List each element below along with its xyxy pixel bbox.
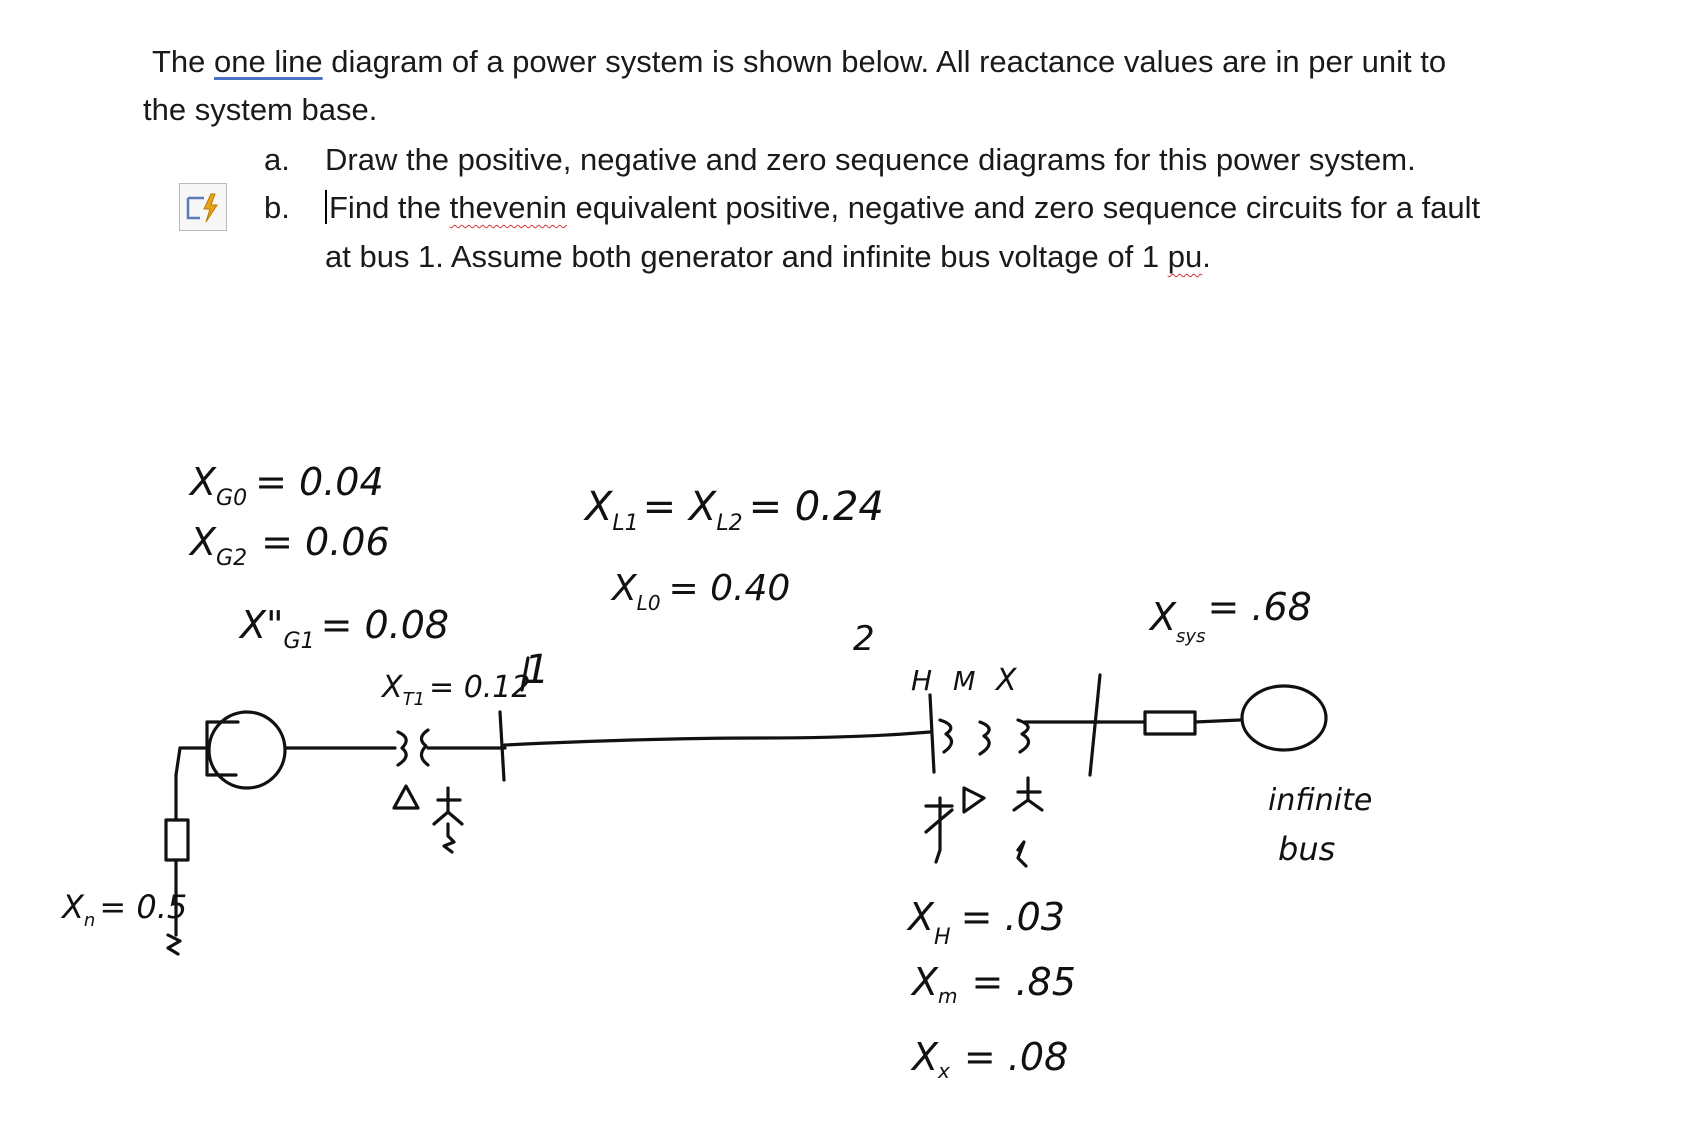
- item-b-line-2: at bus 1. Assume both generator and infi…: [325, 237, 1211, 277]
- item-b-prefix: Find the: [329, 190, 450, 225]
- item-b-line-1: Find the thevenin equivalent positive, n…: [325, 188, 1480, 228]
- item-b-line2-prefix: at bus 1. Assume both generator and infi…: [325, 239, 1168, 274]
- one-line-link[interactable]: one line: [214, 44, 323, 79]
- generator-left-bar: [174, 720, 240, 777]
- x-sys-label: Xsys= .68: [1148, 585, 1312, 647]
- t1-wye-icon: [432, 786, 464, 826]
- intro-line-1: The one line diagram of a power system i…: [152, 42, 1446, 82]
- bus-1-mark: [520, 656, 530, 692]
- x-g1-label: X"G1= 0.08: [238, 603, 449, 654]
- x-g2-label: XG2= 0.06: [188, 520, 390, 571]
- winding-h-coil: [938, 718, 954, 754]
- item-b-suffix: equivalent positive, negative and zero s…: [566, 190, 1481, 225]
- bus-2-bar: [928, 693, 936, 774]
- infinite-bus-circle-icon: [1240, 684, 1328, 752]
- x-x-value: Xx= .08: [910, 1035, 1068, 1083]
- x-n-label: Xn= 0.5: [60, 888, 187, 931]
- winding-h-label: H: [911, 664, 932, 697]
- bus-3-bar: [1088, 673, 1102, 777]
- x-l1-l2-label: XL1= XL2= 0.24: [583, 484, 884, 536]
- intro-line-2: the system base.: [143, 92, 378, 127]
- item-b-line2-suffix: .: [1202, 239, 1211, 274]
- x-t1-label: XT1= 0.12: [380, 670, 531, 710]
- winding-m-label: M: [953, 667, 975, 697]
- x-m-value: Xm= .85: [910, 960, 1076, 1008]
- t1-secondary-coil: [419, 728, 430, 767]
- neutral-ground-icon: [166, 933, 182, 956]
- bus-1-bar: [498, 710, 506, 782]
- winding-m-coil: [978, 720, 991, 756]
- winding-x-coil: [1016, 718, 1031, 754]
- transmission-line: [503, 730, 932, 747]
- x-l0-label: XL0= 0.40: [610, 568, 790, 615]
- x-sys-box: [1143, 710, 1197, 736]
- spellcheck-word-pu[interactable]: pu: [1167, 239, 1203, 274]
- item-a-text: Draw the positive, negative and zero seq…: [325, 142, 1416, 177]
- winding-x-label: X: [994, 663, 1018, 698]
- item-a-marker: a.: [264, 142, 290, 177]
- lightning-bolt-icon: [203, 193, 218, 223]
- x-h-value: XH= .03: [906, 895, 1065, 950]
- item-b-marker: b.: [264, 190, 290, 225]
- bus-2-label: 2: [853, 619, 875, 659]
- intro-suffix: diagram of a power system is shown below…: [322, 44, 1447, 79]
- winding-h-ground-icon: [934, 818, 942, 864]
- spellcheck-word-thevenin[interactable]: thevenin: [449, 190, 567, 225]
- winding-x-wye-icon: [1012, 776, 1044, 812]
- sys-to-infinite-wire: [1193, 718, 1242, 724]
- autocorrect-lightning-icon: [186, 193, 218, 223]
- t1-ground-icon: [442, 822, 456, 854]
- autocorrect-button[interactable]: [179, 183, 227, 231]
- t1-primary-coil: [396, 730, 408, 767]
- x-g0-label: XG0= 0.04: [188, 460, 384, 511]
- intro-prefix: The: [152, 44, 215, 79]
- winding-m-delta-icon: [962, 786, 986, 814]
- infinite-bus-label-line1: infinite: [1268, 783, 1372, 818]
- generator-circle-icon: [207, 710, 287, 790]
- winding-x-ground-icon: [1016, 840, 1028, 868]
- text-cursor: [325, 190, 327, 224]
- infinite-bus-label-line2: bus: [1278, 830, 1335, 868]
- neutral-reactor-box: [164, 818, 190, 862]
- bus-1-label: 1: [524, 647, 549, 693]
- t1-delta-icon: [392, 784, 420, 810]
